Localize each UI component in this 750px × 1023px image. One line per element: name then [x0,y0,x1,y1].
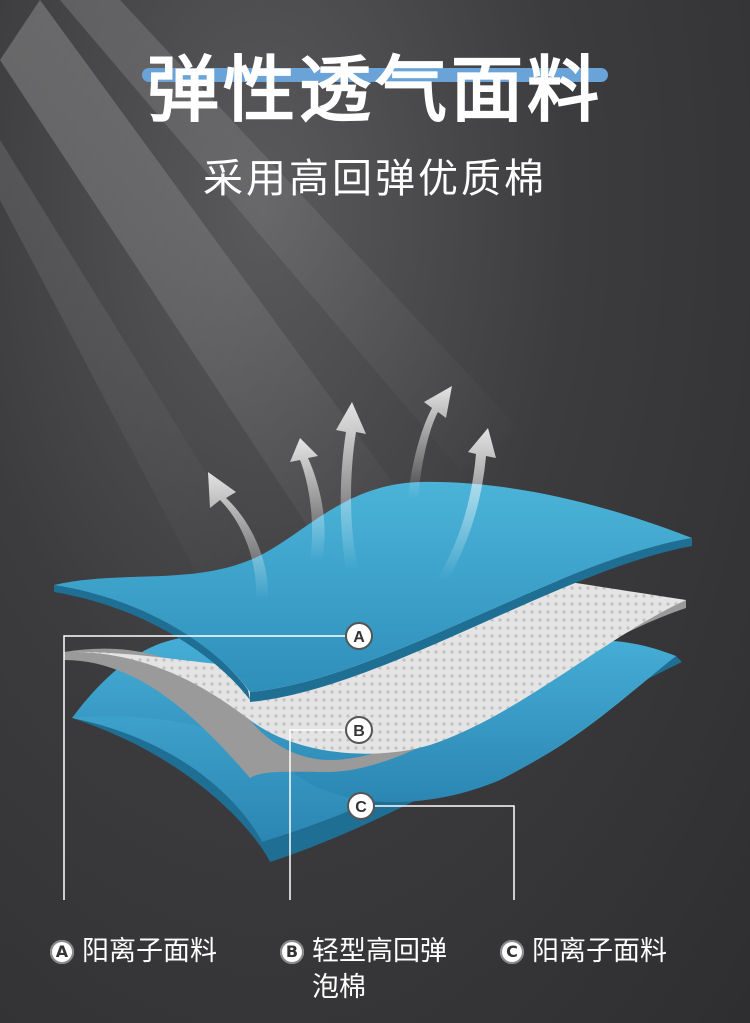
legend-item-b: B 轻型高回弹泡棉 [280,934,480,1006]
legend-label-c: 阳离子面料 [532,936,667,967]
legend-label-a: 阳离子面料 [82,936,217,967]
badge-c-label: C [355,799,367,816]
page-subtitle: 采用高回弹优质棉 [203,156,547,202]
badge-b: B [345,716,373,744]
badge-b-label: B [353,723,365,740]
airflow-arrow-icon [208,386,496,600]
badge-a: A [345,622,373,650]
badge-c: C [347,792,375,820]
title-underline-bar [142,68,608,82]
legend-label-b: 轻型高回弹泡棉 [312,936,447,1003]
badge-a-label: A [353,629,365,646]
fabric-layers-illustration: A B C [54,386,692,900]
legend-item-c: C 阳离子面料 [500,934,667,970]
callout-lines [63,635,515,900]
badge-b-icon: B [280,940,304,964]
legend-item-a: A 阳离子面料 [50,934,217,970]
layer-a-fabric [54,481,692,702]
badge-a-icon: A [50,940,74,964]
badge-c-icon: C [500,940,524,964]
page-title: 弹性透气面料 [146,48,603,132]
